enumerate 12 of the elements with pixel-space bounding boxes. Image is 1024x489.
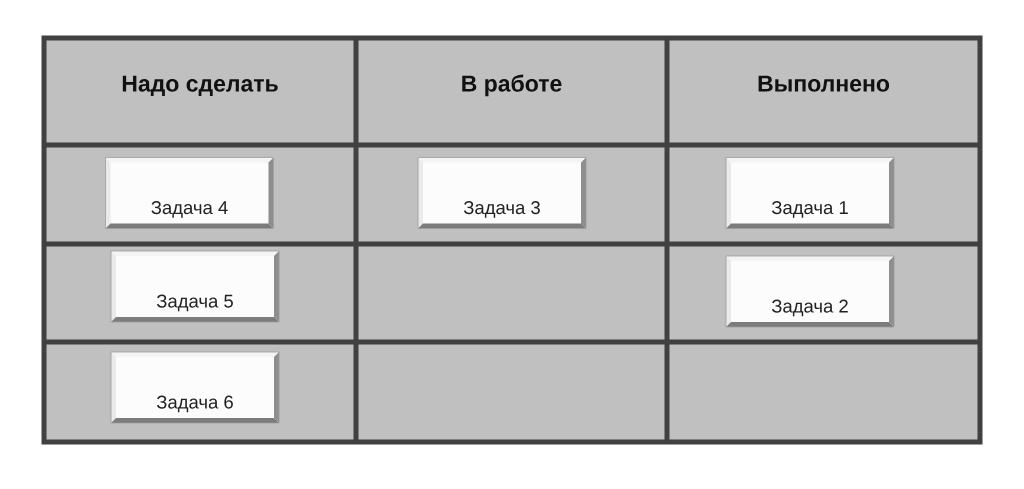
table-cell — [667, 342, 980, 442]
task-card: Задача 1 — [725, 157, 895, 229]
task-card: Задача 2 — [725, 255, 895, 328]
task-card: Задача 4 — [105, 157, 274, 229]
table-cell — [356, 342, 667, 442]
column-header: Надо сделать — [44, 38, 356, 145]
column-header: Выполнено — [667, 38, 980, 145]
task-card: Задача 3 — [417, 157, 587, 229]
task-card: Задача 6 — [110, 351, 280, 424]
task-card: Задача 5 — [110, 250, 280, 323]
table-cell — [356, 244, 667, 342]
column-header: В работе — [356, 38, 667, 145]
